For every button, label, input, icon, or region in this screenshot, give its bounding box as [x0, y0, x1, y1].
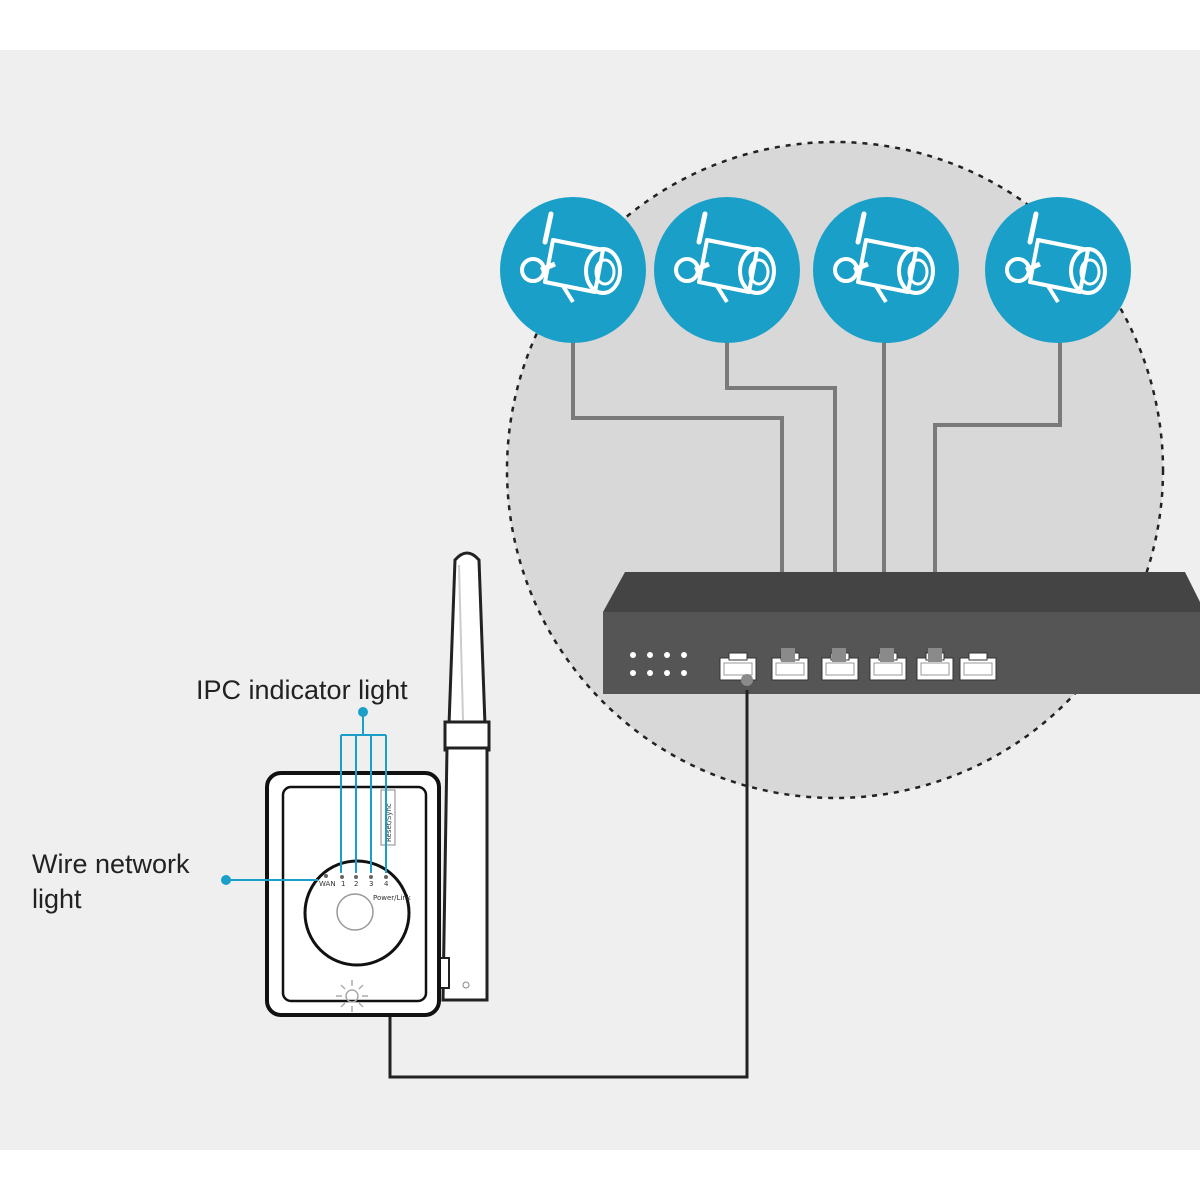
ipc-indicator-label: IPC indicator light [196, 675, 408, 705]
cable-2 [725, 340, 837, 650]
wire-network-label-line2: light [32, 884, 82, 914]
camera-4 [985, 197, 1131, 343]
reset-sync-label: Reset/Sync [385, 803, 393, 842]
panel-label-wan: WAN [319, 880, 336, 888]
cable-4 [933, 340, 1062, 650]
camera-2 [654, 197, 800, 343]
cable-1 [571, 340, 784, 650]
panel-label-4: 4 [384, 880, 389, 888]
wire-network-label-line1: Wire network [32, 849, 190, 879]
ipc-indicator-dot [358, 707, 368, 717]
network-switch-icon [603, 572, 1200, 694]
uplink-cable [388, 690, 749, 1079]
panel-label-2: 2 [354, 880, 358, 888]
ipc-indicator-callout [340, 712, 387, 873]
wire-network-dot [221, 875, 231, 885]
antenna-icon [434, 551, 491, 1002]
panel-label-3: 3 [369, 880, 373, 888]
camera-1 [500, 197, 646, 343]
panel-label-power: Power/Link [373, 894, 412, 902]
wireless-nvr-device-icon: WAN 1 2 3 4 Power/Link Reset/Sync [265, 771, 441, 1017]
camera-3 [813, 197, 959, 343]
panel-label-1: 1 [341, 880, 345, 888]
